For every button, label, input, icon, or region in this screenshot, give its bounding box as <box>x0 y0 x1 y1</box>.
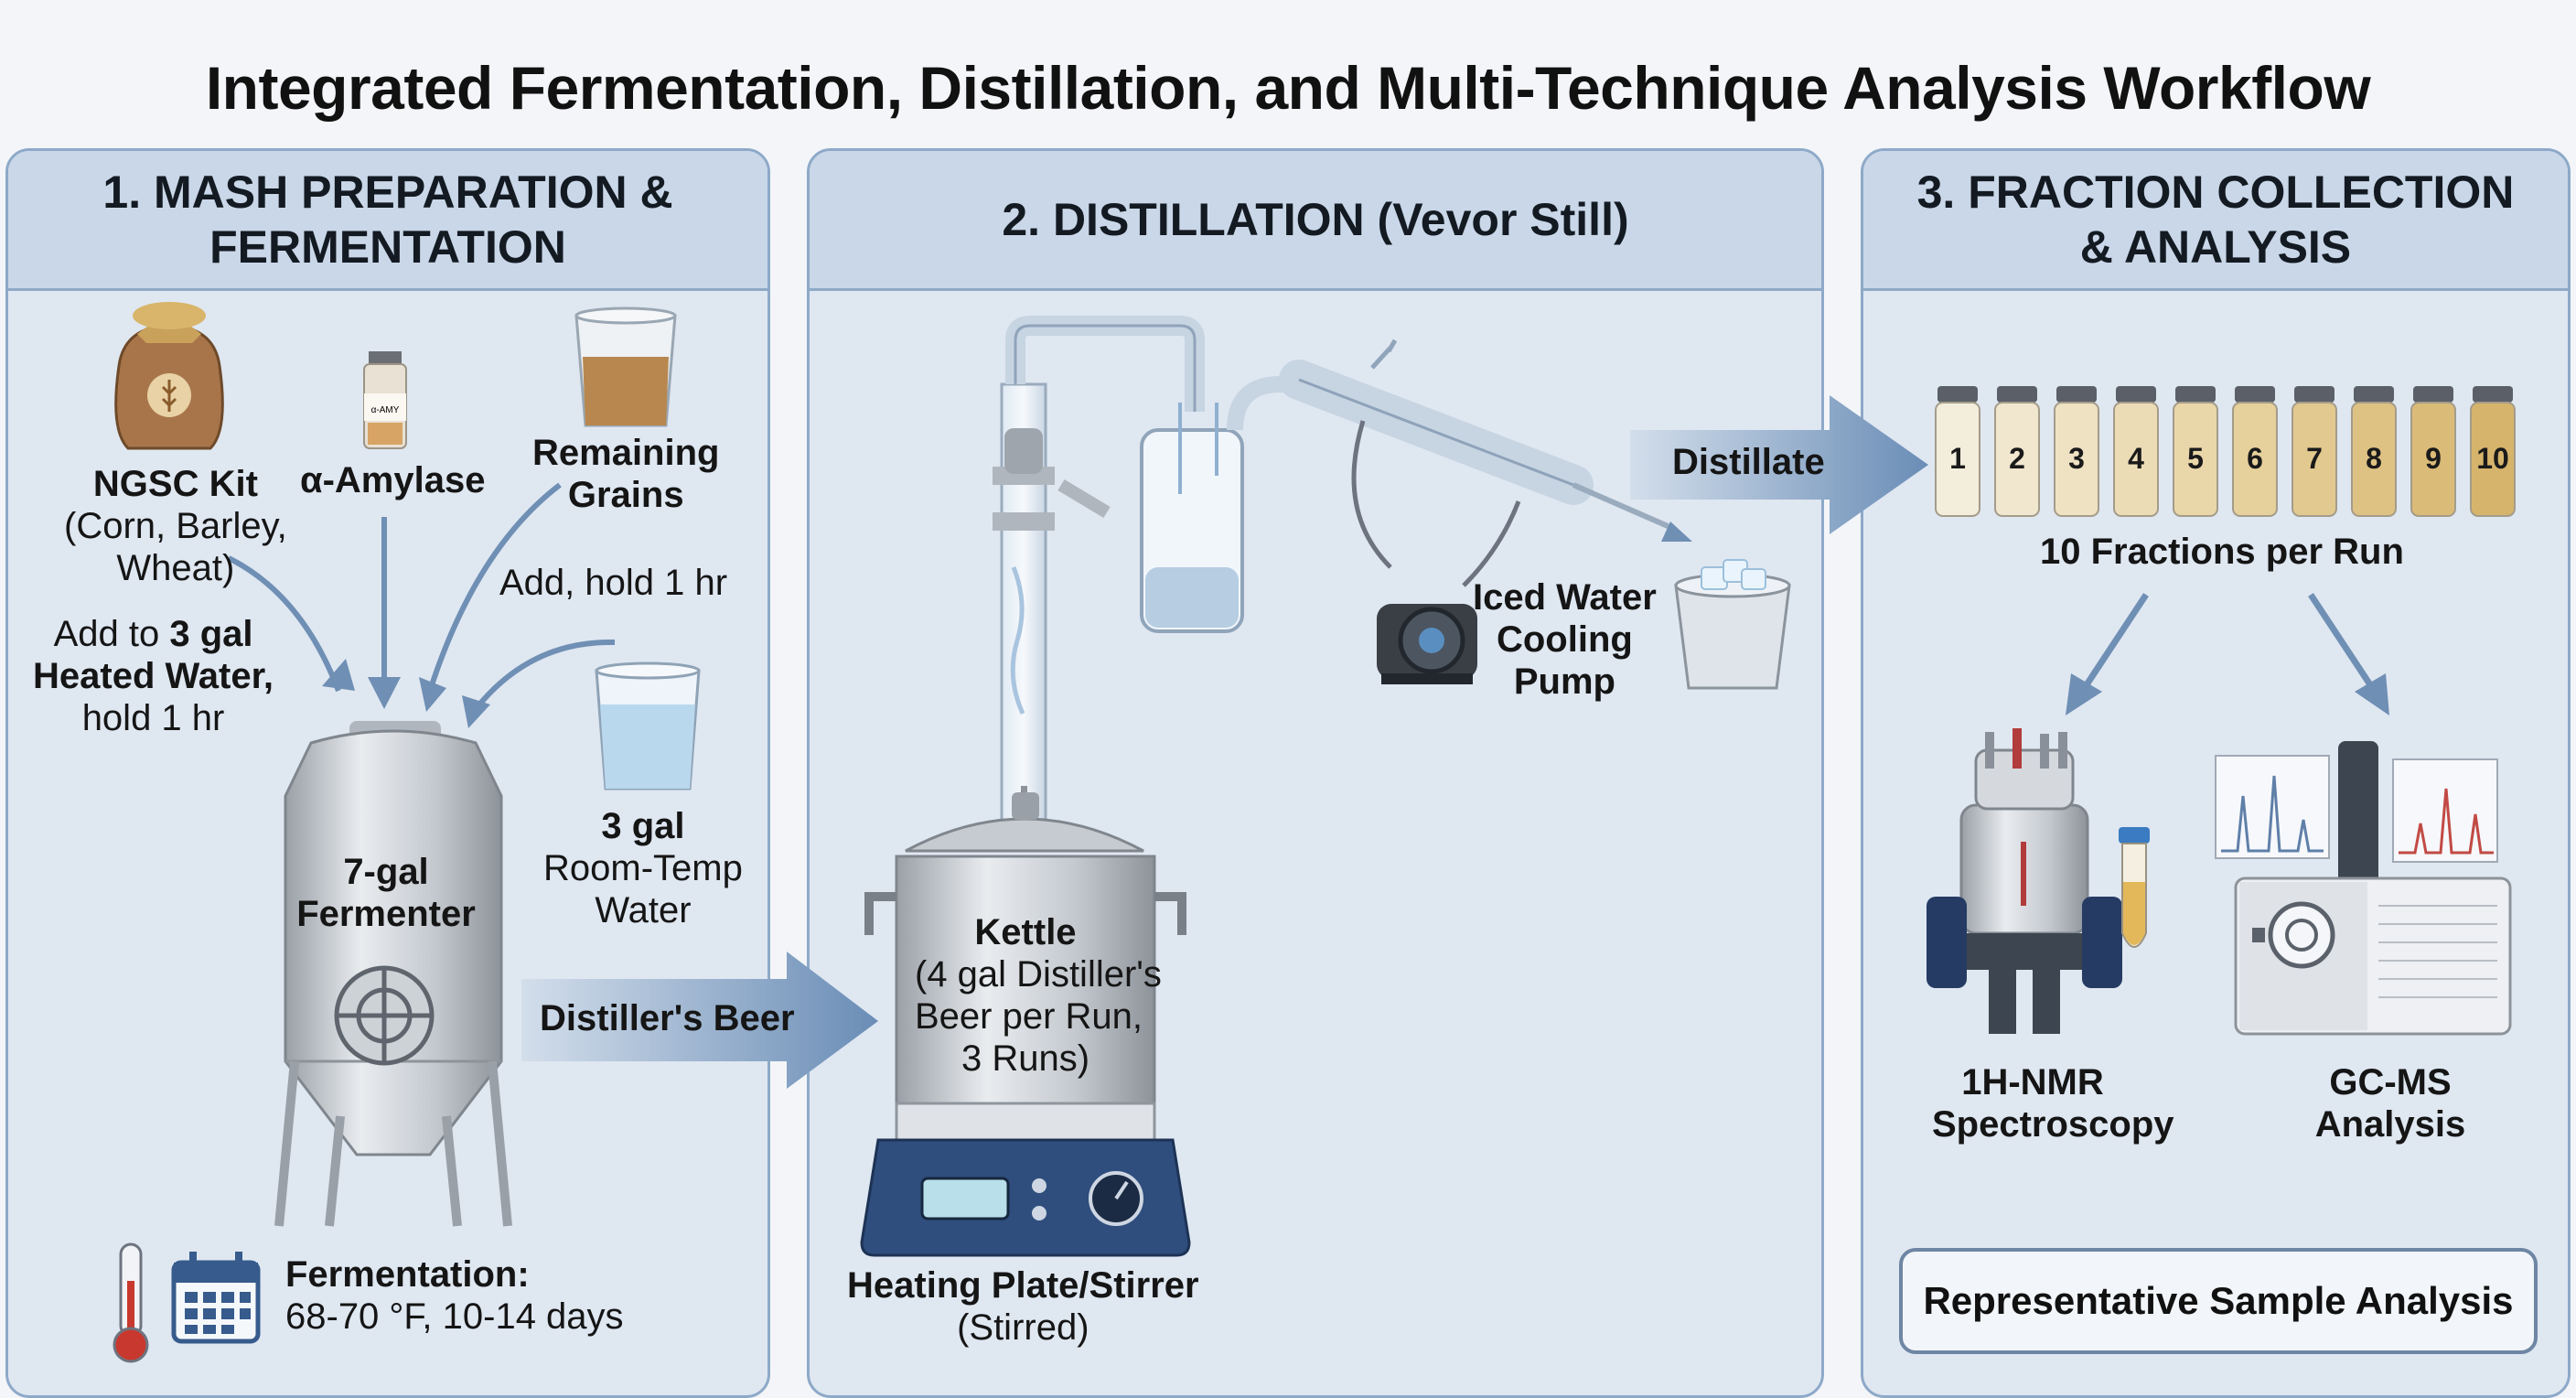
fraction-vial <box>2173 386 2218 517</box>
panel3-heading: 3. FRACTION COLLECTION& ANALYSIS <box>1863 151 2568 291</box>
thermometer-icon <box>113 1242 149 1363</box>
fraction-label: 10 <box>2476 442 2509 475</box>
fraction-label: 5 <box>2187 442 2204 475</box>
fraction-label: 9 <box>2425 442 2442 475</box>
collection-flask <box>1140 376 1326 633</box>
fraction-vials <box>1935 386 2516 517</box>
room-temp-water-label: 3 gal Room-Temp Water <box>543 806 743 930</box>
fraction-label: 4 <box>2128 442 2144 475</box>
still-column <box>993 316 1205 844</box>
amylase-label: α-Amylase <box>300 460 486 500</box>
analysis-arrows <box>2066 593 2389 715</box>
gcms-instrument-icon <box>2234 741 2512 1036</box>
fraction-vial <box>2470 386 2516 517</box>
kettle-icon <box>864 786 1186 1127</box>
cooling-pump-label: Iced Water Cooling Pump <box>1473 577 1657 702</box>
kettle-label: Kettle (4 gal Distiller's Beer per Run, … <box>915 912 1162 1079</box>
heated-water-step-label: Add to 3 gal Heated Water, hold 1 hr <box>33 614 274 738</box>
calendar-icon <box>171 1252 261 1344</box>
vial-label: α-AMY <box>371 405 400 415</box>
chromatogram-icon <box>2215 755 2498 863</box>
fraction-label: 3 <box>2068 442 2085 475</box>
fraction-label: 2 <box>2009 442 2025 475</box>
fraction-label: 7 <box>2306 442 2323 475</box>
ngsc-kit-label: NGSC Kit (Corn, Barley, Wheat) <box>64 464 287 588</box>
distillers-beer-label: Distiller's Beer <box>540 998 795 1038</box>
fraction-vial <box>2232 386 2278 517</box>
amylase-vial-icon: α-AMY <box>363 351 407 449</box>
ice-bucket-icon <box>1674 559 1791 690</box>
fermenter-tank-icon <box>274 721 512 1227</box>
ingredient-arrows <box>227 482 616 711</box>
fraction-vial <box>2054 386 2099 517</box>
grain-sack-icon <box>114 302 224 450</box>
distillate-arrow <box>1630 395 1928 534</box>
heating-plate-label: Heating Plate/Stirrer (Stirred) <box>847 1265 1199 1348</box>
fraction-label: 8 <box>2366 442 2382 475</box>
fraction-vial <box>1935 386 1980 517</box>
cooling-pump-icon <box>1377 604 1477 684</box>
fraction-label: 1 <box>1949 442 1966 475</box>
fraction-vial <box>2113 386 2159 517</box>
sample-tube-icon <box>2119 827 2150 948</box>
grains-step-label: Add, hold 1 hr <box>499 563 728 603</box>
fraction-vial <box>2410 386 2456 517</box>
fractions-caption: 10 Fractions per Run <box>2040 532 2404 572</box>
representative-sample-analysis-box: Representative Sample Analysis <box>1899 1248 2538 1354</box>
water-beaker-icon <box>595 661 701 790</box>
distillers-beer-arrow <box>521 952 878 1089</box>
fraction-label: 6 <box>2247 442 2263 475</box>
page-title: Integrated Fermentation, Distillation, a… <box>205 54 2371 122</box>
distillate-label: Distillate <box>1672 442 1825 482</box>
fraction-vial <box>2292 386 2337 517</box>
nmr-spectrometer-icon <box>1927 728 2122 1034</box>
fraction-vial <box>2351 386 2397 517</box>
grains-beaker-icon <box>574 306 677 427</box>
ingredient-arrowheads <box>322 659 490 728</box>
fermentation-conditions-label: Fermentation: 68-70 °F, 10-14 days <box>285 1254 624 1337</box>
condenser-icon <box>1279 339 1692 587</box>
fraction-vial <box>1994 386 2040 517</box>
panel2-heading: 2. DISTILLATION (Vevor Still) <box>810 151 1821 291</box>
heating-plate-icon <box>860 1102 1191 1257</box>
panel1-heading: 1. MASH PREPARATION &FERMENTATION <box>8 151 767 291</box>
